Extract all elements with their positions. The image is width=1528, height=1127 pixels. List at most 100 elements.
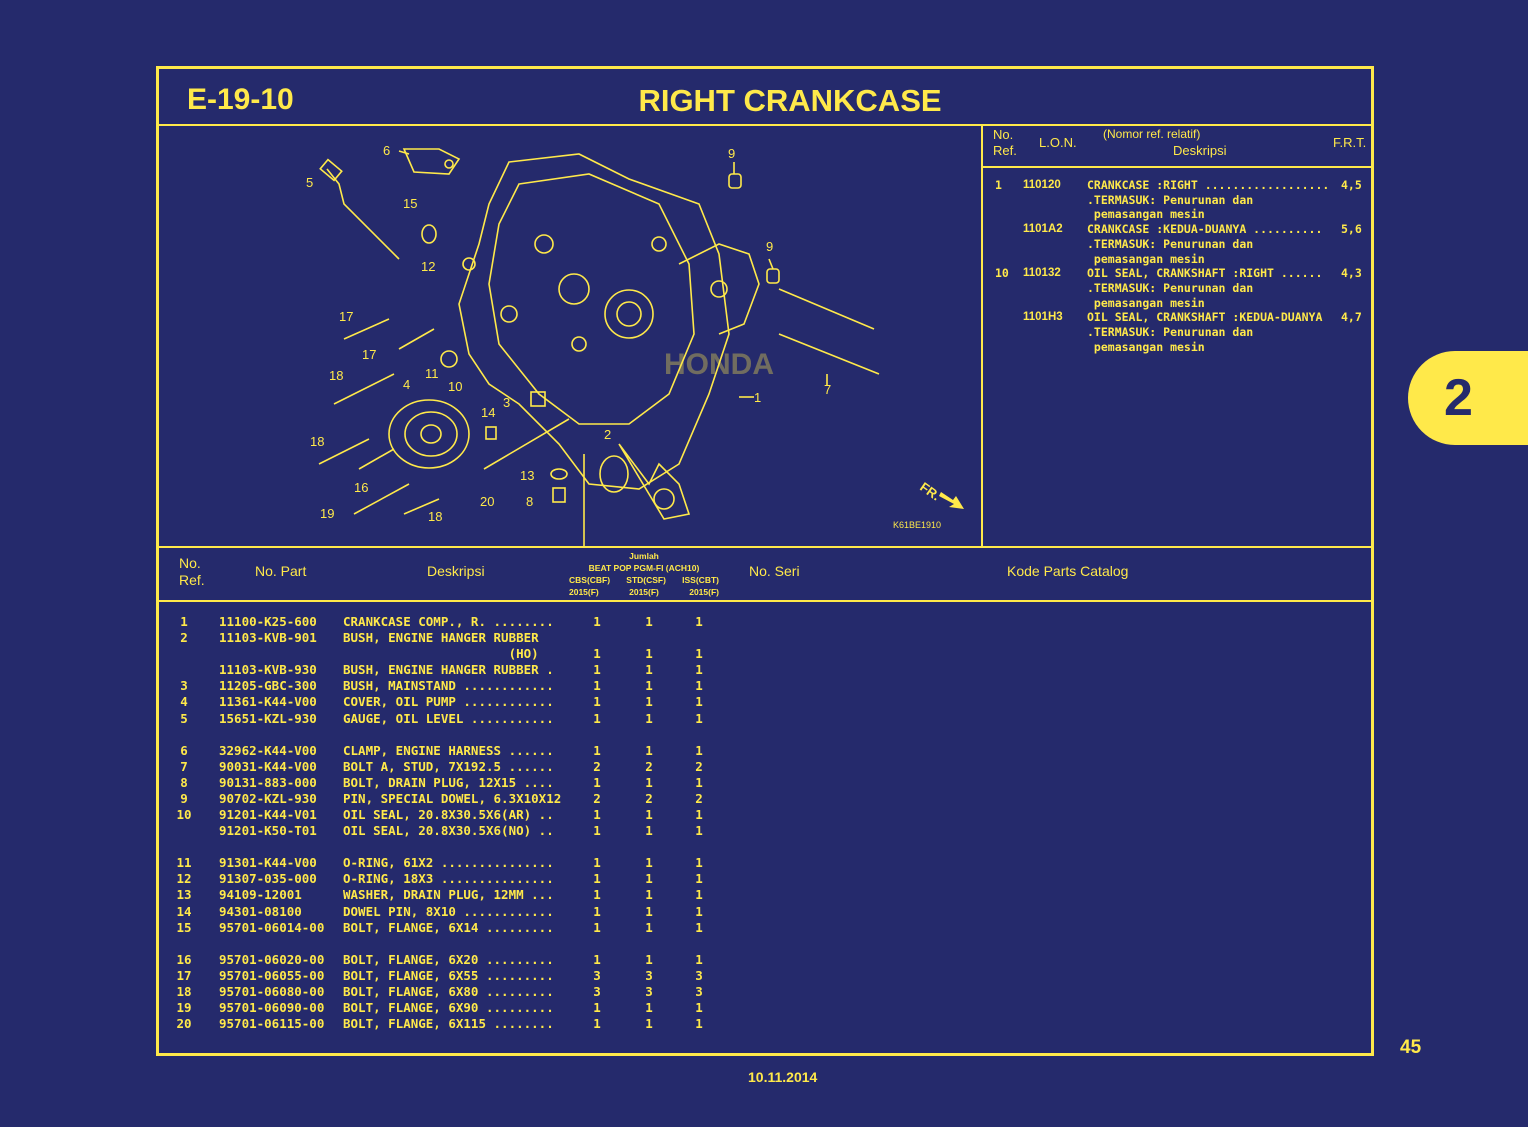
col-variant-1: CBS(CBF) — [569, 575, 611, 585]
row-ref: 9 — [180, 790, 188, 806]
row-qty-cbs: 1 — [593, 903, 601, 919]
ref-frt: 5,6 — [1341, 222, 1362, 237]
callout-15: 15 — [403, 196, 417, 211]
row-qty-cbs: 1 — [593, 807, 601, 823]
row-qty-cbs: 3 — [593, 967, 601, 983]
row-description: BUSH, MAINSTAND ............ — [343, 678, 554, 694]
ref-head-no: No. — [993, 127, 1014, 142]
callout-16: 16 — [354, 480, 368, 495]
row-qty-cbs: 1 — [593, 1016, 601, 1032]
row-part-number: 95701-06020-00 — [219, 951, 325, 967]
row-ref: 12 — [176, 871, 192, 887]
callout-10: 10 — [448, 379, 462, 394]
ref-frt: 4,5 — [1341, 178, 1362, 192]
row-qty-cbs: 1 — [593, 662, 601, 678]
row-part-number: 95701-06090-00 — [219, 999, 325, 1015]
row-qty-iss: 2 — [695, 758, 703, 774]
row-qty-std: 1 — [645, 694, 653, 710]
watermark: HONDA — [664, 348, 774, 381]
ref-lon: 110132 — [1023, 267, 1061, 280]
row-qty-iss: 1 — [695, 887, 703, 903]
row-description: BOLT, FLANGE, 6X80 ......... — [343, 983, 554, 999]
section-tab[interactable]: 2 — [1408, 351, 1528, 445]
row-part-number: 95701-06014-00 — [219, 919, 325, 935]
section-code: E-19-10 — [187, 83, 294, 116]
row-part-number: 91301-K44-V00 — [219, 855, 317, 871]
ref-desc-line: OIL SEAL, CRANKSHAFT :RIGHT ...... — [1087, 266, 1323, 281]
row-part-number: 91307-035-000 — [219, 871, 317, 887]
row-description: OIL SEAL, 20.8X30.5X6(NO) .. — [343, 823, 554, 839]
row-part-number: 91201-K44-V01 — [219, 807, 317, 823]
row-ref: 7 — [180, 758, 188, 774]
row-qty-std: 1 — [645, 646, 653, 662]
row-part-number: 11103-KVB-930 — [219, 662, 317, 678]
callout-9b: 9 — [766, 239, 773, 254]
row-qty-iss: 1 — [695, 871, 703, 887]
row-ref: 17 — [176, 967, 192, 983]
row-description: BOLT, FLANGE, 6X115 ........ — [343, 1016, 554, 1032]
row-description: O-RING, 61X2 ............... — [343, 855, 554, 871]
group-gap — [159, 936, 1371, 952]
row-qty-std: 2 — [645, 790, 653, 806]
page-header: E-19-10 RIGHT CRANKCASE — [159, 69, 1371, 126]
row-part-number: 11103-KVB-901 — [219, 630, 317, 646]
table-row[interactable]: 91201-K50-T01 OIL SEAL, 20.8X30.5X6(NO) .… — [159, 823, 1371, 839]
row-qty-iss: 1 — [695, 662, 703, 678]
row-qty-iss: 1 — [695, 678, 703, 694]
row-qty-std: 1 — [645, 774, 653, 790]
callout-18c: 18 — [428, 509, 442, 524]
col-no: No. — [179, 555, 201, 571]
row-qty-std: 3 — [645, 967, 653, 983]
page-title: RIGHT CRANKCASE — [638, 83, 942, 118]
row-qty-cbs: 1 — [593, 694, 601, 710]
table-row[interactable]: 11 91301-K44-V00 O-RING, 61X2 ............… — [159, 855, 1371, 871]
row-description: CLAMP, ENGINE HARNESS ...... — [343, 742, 554, 758]
row-qty-iss: 1 — [695, 1016, 703, 1032]
row-part-number: 90031-K44-V00 — [219, 758, 317, 774]
ref-desc-line: .TERMASUK: Penurunan dan — [1087, 236, 1254, 251]
table-row[interactable]: 12 91307-035-000 O-RING, 18X3 ............… — [159, 871, 1371, 887]
row-ref: 6 — [180, 742, 188, 758]
col-year-1: 2015(F) — [569, 587, 599, 597]
row-description: DOWEL PIN, 8X10 ............ — [343, 903, 554, 919]
col-ref: Ref. — [179, 572, 205, 588]
row-description: O-RING, 18X3 ............... — [343, 871, 554, 887]
row-part-number: 91201-K50-T01 — [219, 823, 317, 839]
row-qty-cbs: 1 — [593, 823, 601, 839]
row-description: WASHER, DRAIN PLUG, 12MM ... — [343, 887, 554, 903]
row-ref: 11 — [176, 855, 192, 871]
row-part-number: 94109-12001 — [219, 887, 302, 903]
ref-lon: 1101A2 — [1023, 223, 1063, 236]
col-part: No. Part — [255, 563, 307, 579]
row-description: COVER, OIL PUMP ............ — [343, 694, 554, 710]
row-ref: 19 — [176, 999, 192, 1015]
page-number: 45 — [1400, 1037, 1422, 1058]
row-qty-iss: 1 — [695, 855, 703, 871]
ref-lon: 110120 — [1023, 179, 1061, 191]
row-qty-std: 1 — [645, 887, 653, 903]
row-qty-std: 1 — [645, 1016, 653, 1032]
row-qty-std: 1 — [645, 710, 653, 726]
row-qty-std: 1 — [645, 823, 653, 839]
row-qty-iss: 3 — [695, 983, 703, 999]
